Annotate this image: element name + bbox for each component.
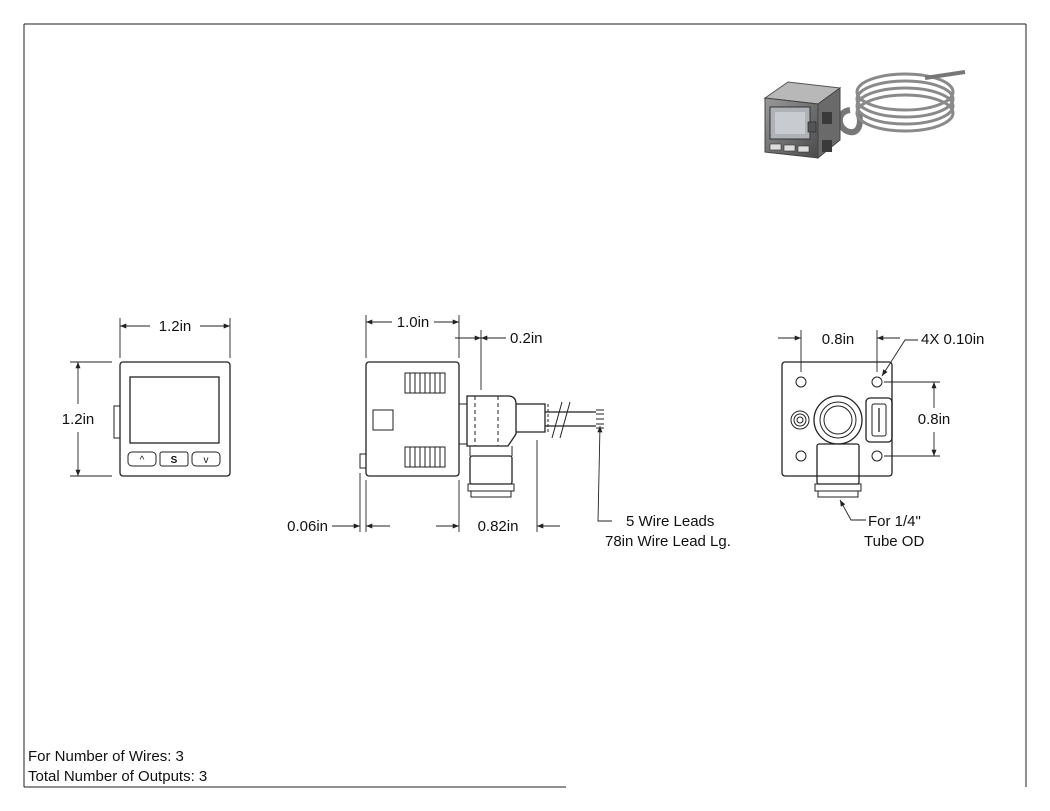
side-fitting-offset-dimension: 0.2in — [510, 330, 543, 347]
side-rear-protrusion-dimension: 0.06in — [287, 518, 328, 535]
wire-leads-callout-line1: 5 Wire Leads — [626, 513, 714, 530]
tube-callout-line2: Tube OD — [864, 533, 924, 550]
up-button-label: ^ — [140, 455, 145, 466]
outputs-note: Total Number of Outputs: 3 — [28, 768, 208, 785]
side-view: 1.0in 0.2in 0.06in 0.82in 5 Wire Leads 7… — [287, 314, 731, 550]
tube-callout-line1: For 1/4" — [868, 513, 921, 530]
front-view: ^ S v 1.2in 1.2in — [62, 318, 231, 477]
set-button — [159, 451, 189, 467]
rear-hole-spacing-vertical: 0.8in — [918, 411, 951, 428]
up-button — [127, 451, 157, 467]
down-button — [191, 451, 221, 467]
front-height-dimension: 1.2in — [62, 411, 95, 428]
elbow-fitting — [458, 395, 604, 498]
wires-note: For Number of Wires: 3 — [28, 748, 184, 765]
front-width-dimension: 1.2in — [159, 318, 192, 335]
set-button-label: S — [171, 455, 178, 466]
rear-view: 0.8in 4X 0.10in 0.8in For 1/4" Tube OD — [778, 330, 984, 550]
upper-vent — [404, 372, 446, 394]
isometric-render — [763, 70, 966, 160]
rear-hole-callout: 4X 0.10in — [921, 331, 984, 348]
front-buttons: ^ S v — [127, 451, 221, 467]
side-depth-dimension: 1.0in — [397, 314, 430, 331]
down-button-label: v — [204, 455, 209, 466]
rear-hole-spacing-horizontal: 0.8in — [822, 331, 855, 348]
lower-vent — [404, 446, 446, 468]
wire-leads-callout-line2: 78in Wire Lead Lg. — [605, 533, 731, 550]
sheet-border — [23, 23, 1027, 788]
side-fitting-length-dimension: 0.82in — [478, 518, 519, 535]
